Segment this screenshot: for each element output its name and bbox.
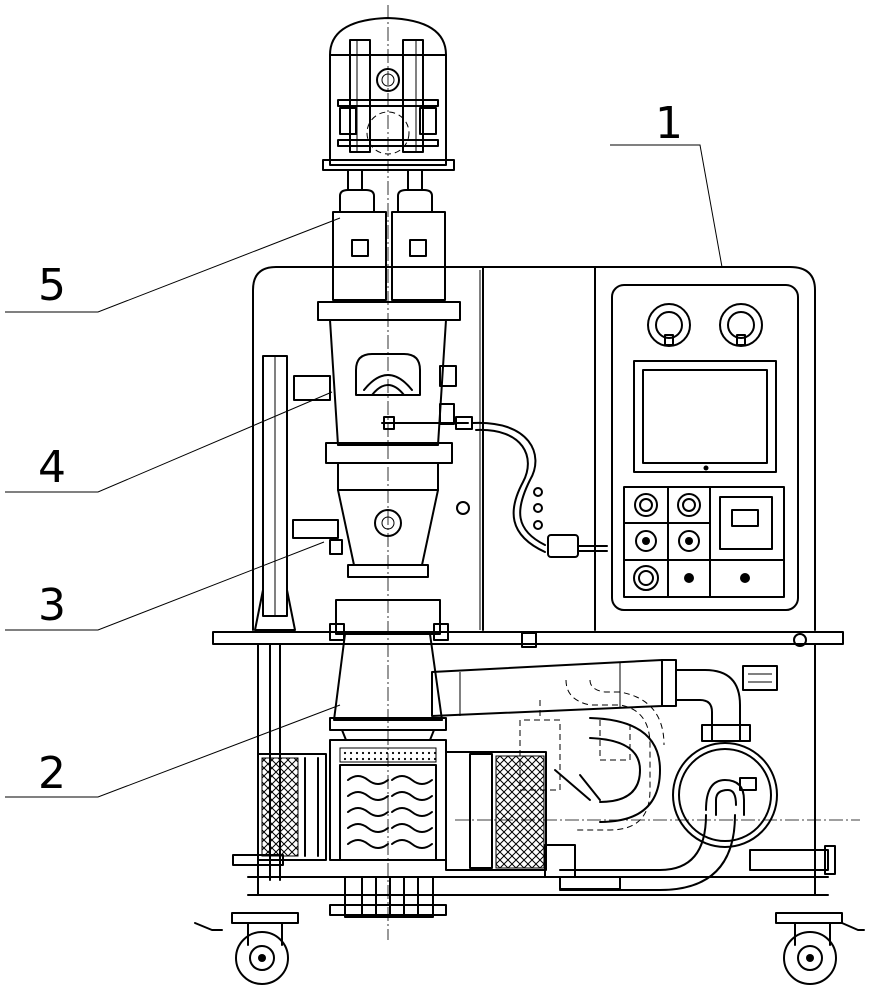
button-panel <box>623 486 785 598</box>
expansion-chamber <box>293 301 473 464</box>
product-bowl <box>292 462 439 578</box>
callout-label-3: 3 <box>38 580 66 631</box>
filter-chamber <box>322 17 455 301</box>
caster-wheel-right <box>775 912 865 985</box>
callout-label-2: 2 <box>38 748 66 799</box>
exhaust-duct <box>431 659 751 831</box>
touch-screen <box>633 360 777 473</box>
cabinet-bolt <box>456 501 470 515</box>
control-panel <box>611 284 799 611</box>
caster-wheel-left <box>194 912 299 985</box>
pressure-gauge-icon <box>719 303 763 347</box>
callout-label-4: 4 <box>38 442 66 493</box>
nameplate <box>742 665 778 691</box>
timer-display <box>719 496 773 550</box>
heater-box <box>232 739 447 918</box>
heating-coils <box>347 775 433 849</box>
callout-label-5: 5 <box>38 260 66 311</box>
callout-leaders <box>5 144 723 798</box>
callout-label-1: 1 <box>655 98 683 149</box>
air-filter-box <box>445 751 547 871</box>
pressure-gauge-icon <box>647 303 691 347</box>
blower-fan-icon <box>544 742 836 891</box>
cabinet-housing <box>252 266 816 631</box>
signal-cable <box>471 421 608 558</box>
